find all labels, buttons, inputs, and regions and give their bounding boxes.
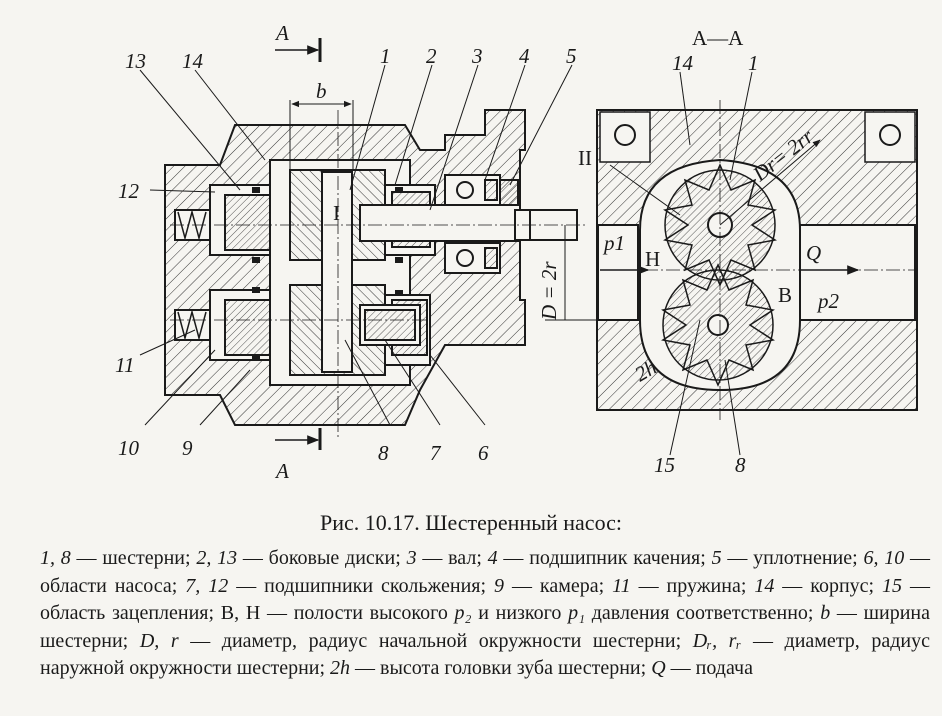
legend-segment: 3 — [406, 547, 417, 569]
legend-segment: 11 — [612, 574, 631, 597]
legend-segment: D, r — [139, 629, 179, 652]
label-p1: p1 — [602, 231, 625, 255]
label-section-title: A—A — [692, 26, 744, 50]
label-5: 5 — [566, 44, 577, 68]
label-width-b: b — [316, 79, 327, 103]
bolt-hole-left — [614, 124, 636, 146]
label-14-section: 14 — [672, 51, 694, 75]
legend-segment: p₂ — [454, 602, 472, 624]
label-1: 1 — [380, 44, 391, 68]
label-8-section: 8 — [735, 453, 746, 477]
label-7: 7 — [430, 441, 442, 465]
legend-segment: 14 — [754, 574, 775, 597]
label-1-section: 1 — [748, 51, 759, 75]
legend-segment: — область зацепления; В, Н — полости выс… — [40, 574, 930, 625]
legend-segment: — области насоса; — [40, 547, 931, 597]
shaft-3 — [359, 204, 521, 242]
legend-segment: Dᵣ, rᵣ — [692, 629, 742, 652]
legend-segment: 9 — [494, 574, 504, 597]
label-zone-I: I — [333, 201, 340, 225]
label-p2: p2 — [816, 289, 840, 313]
figure-legend: 1, 8 — шестерни; 2, 13 — боковые диски; … — [40, 545, 930, 683]
legend-segment: — пружина; — [630, 574, 755, 597]
legend-segment: — камера; — [504, 574, 613, 597]
legend-segment: — подача — [665, 657, 753, 679]
legend-segment: 5 — [711, 547, 722, 569]
legend-segment: — подшипники скольжения; — [228, 574, 494, 597]
figure-caption: Рис. 10.17. Шестеренный насос: — [319, 510, 623, 535]
legend-segment: 15 — [882, 574, 903, 597]
legend-segment: — шестерни; — [70, 547, 197, 569]
label-6: 6 — [478, 441, 489, 465]
label-15: 15 — [654, 453, 675, 477]
label-3: 3 — [471, 44, 483, 68]
legend-segment: p₁ — [568, 602, 586, 624]
legend-segment: 2h — [330, 657, 351, 679]
label-H: H — [645, 247, 660, 271]
legend-segment: давления соответственно; — [585, 602, 821, 624]
gear-8-section — [662, 269, 774, 381]
label-14: 14 — [182, 49, 204, 73]
legend-segment: — корпус; — [774, 574, 883, 597]
legend-segment: — диаметр, радиус наружной окружности ше… — [40, 629, 931, 680]
label-13: 13 — [125, 49, 146, 73]
label-8: 8 — [378, 441, 389, 465]
label-11: 11 — [115, 353, 134, 377]
legend-segment: b — [820, 602, 831, 624]
legend-segment: и низкого — [471, 602, 569, 624]
legend-segment: 7, 12 — [185, 574, 229, 597]
legend-segment: — высота головки зуба шестерни; — [350, 657, 652, 679]
label-12: 12 — [118, 179, 140, 203]
legend-segment: — подшипник качения; — [497, 547, 712, 569]
legend-segment: 2, 13 — [196, 547, 238, 569]
legend-segment: Q — [651, 657, 666, 679]
label-9: 9 — [182, 436, 193, 460]
label-section-top: A — [274, 21, 289, 45]
longitudinal-section — [139, 38, 600, 450]
label-zone-II: II — [578, 146, 592, 170]
legend-segment: 6, 10 — [863, 547, 905, 569]
label-B: B — [778, 283, 792, 307]
label-diam-D: D = 2r — [537, 261, 561, 321]
legend-segment: — вал; — [416, 547, 488, 569]
legend-segment: — диаметр, радиус начальной окружности ш… — [178, 629, 693, 652]
legend-segment: — ширина шестерни; — [40, 602, 931, 652]
bolt-hole-right — [879, 124, 901, 146]
label-10: 10 — [118, 436, 140, 460]
legend-segment: — боковые диски; — [237, 547, 407, 569]
seal-5 — [499, 179, 519, 206]
label-4: 4 — [519, 44, 530, 68]
label-2: 2 — [426, 44, 437, 68]
legend-segment: 4 — [487, 547, 498, 569]
legend-segment: — уплотнение; — [721, 547, 864, 569]
pump-drawing: A A A—A b 13 14 1 2 3 4 5 12 11 10 9 8 7… — [115, 21, 918, 483]
label-Q: Q — [806, 241, 821, 265]
legend-segment: 1, 8 — [40, 547, 71, 569]
cross-section-a-a — [596, 71, 918, 456]
label-section-bottom: A — [274, 459, 289, 483]
